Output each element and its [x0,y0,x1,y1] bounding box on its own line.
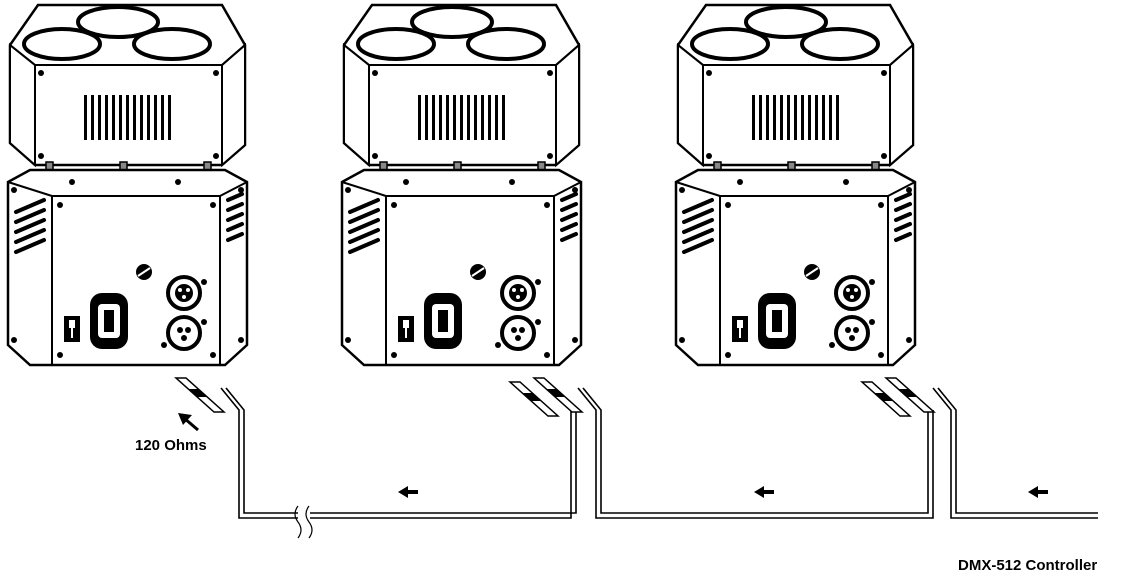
signal-arrow-icon [398,486,418,498]
signal-arrow-icon [754,486,774,498]
fixture-2 [340,3,583,367]
fixture-3 [674,3,917,367]
fixture-1 [6,3,249,367]
signal-arrow-icon [1028,486,1048,498]
controller-label: DMX-512 Controller [958,557,1098,574]
terminator-label: 120 Ohms [135,437,207,454]
cable-plug [175,377,225,413]
dmx-cable [220,387,1098,539]
terminator-pointer-icon [178,413,199,432]
